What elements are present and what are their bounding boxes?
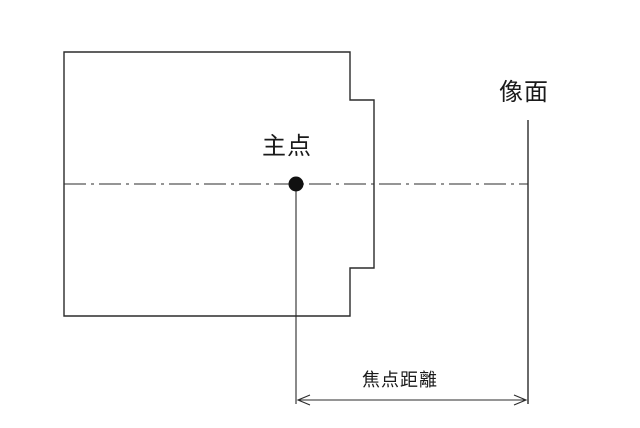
principal-point-label: 主点 bbox=[262, 132, 312, 160]
principal-point-marker bbox=[288, 176, 304, 192]
dimension-arrow-right bbox=[513, 394, 528, 406]
focal-length-label: 焦点距離 bbox=[362, 370, 438, 391]
image-plane-label: 像面 bbox=[499, 78, 549, 106]
lens-body-outline bbox=[63, 51, 375, 317]
dimension-arrow-left bbox=[296, 394, 311, 406]
